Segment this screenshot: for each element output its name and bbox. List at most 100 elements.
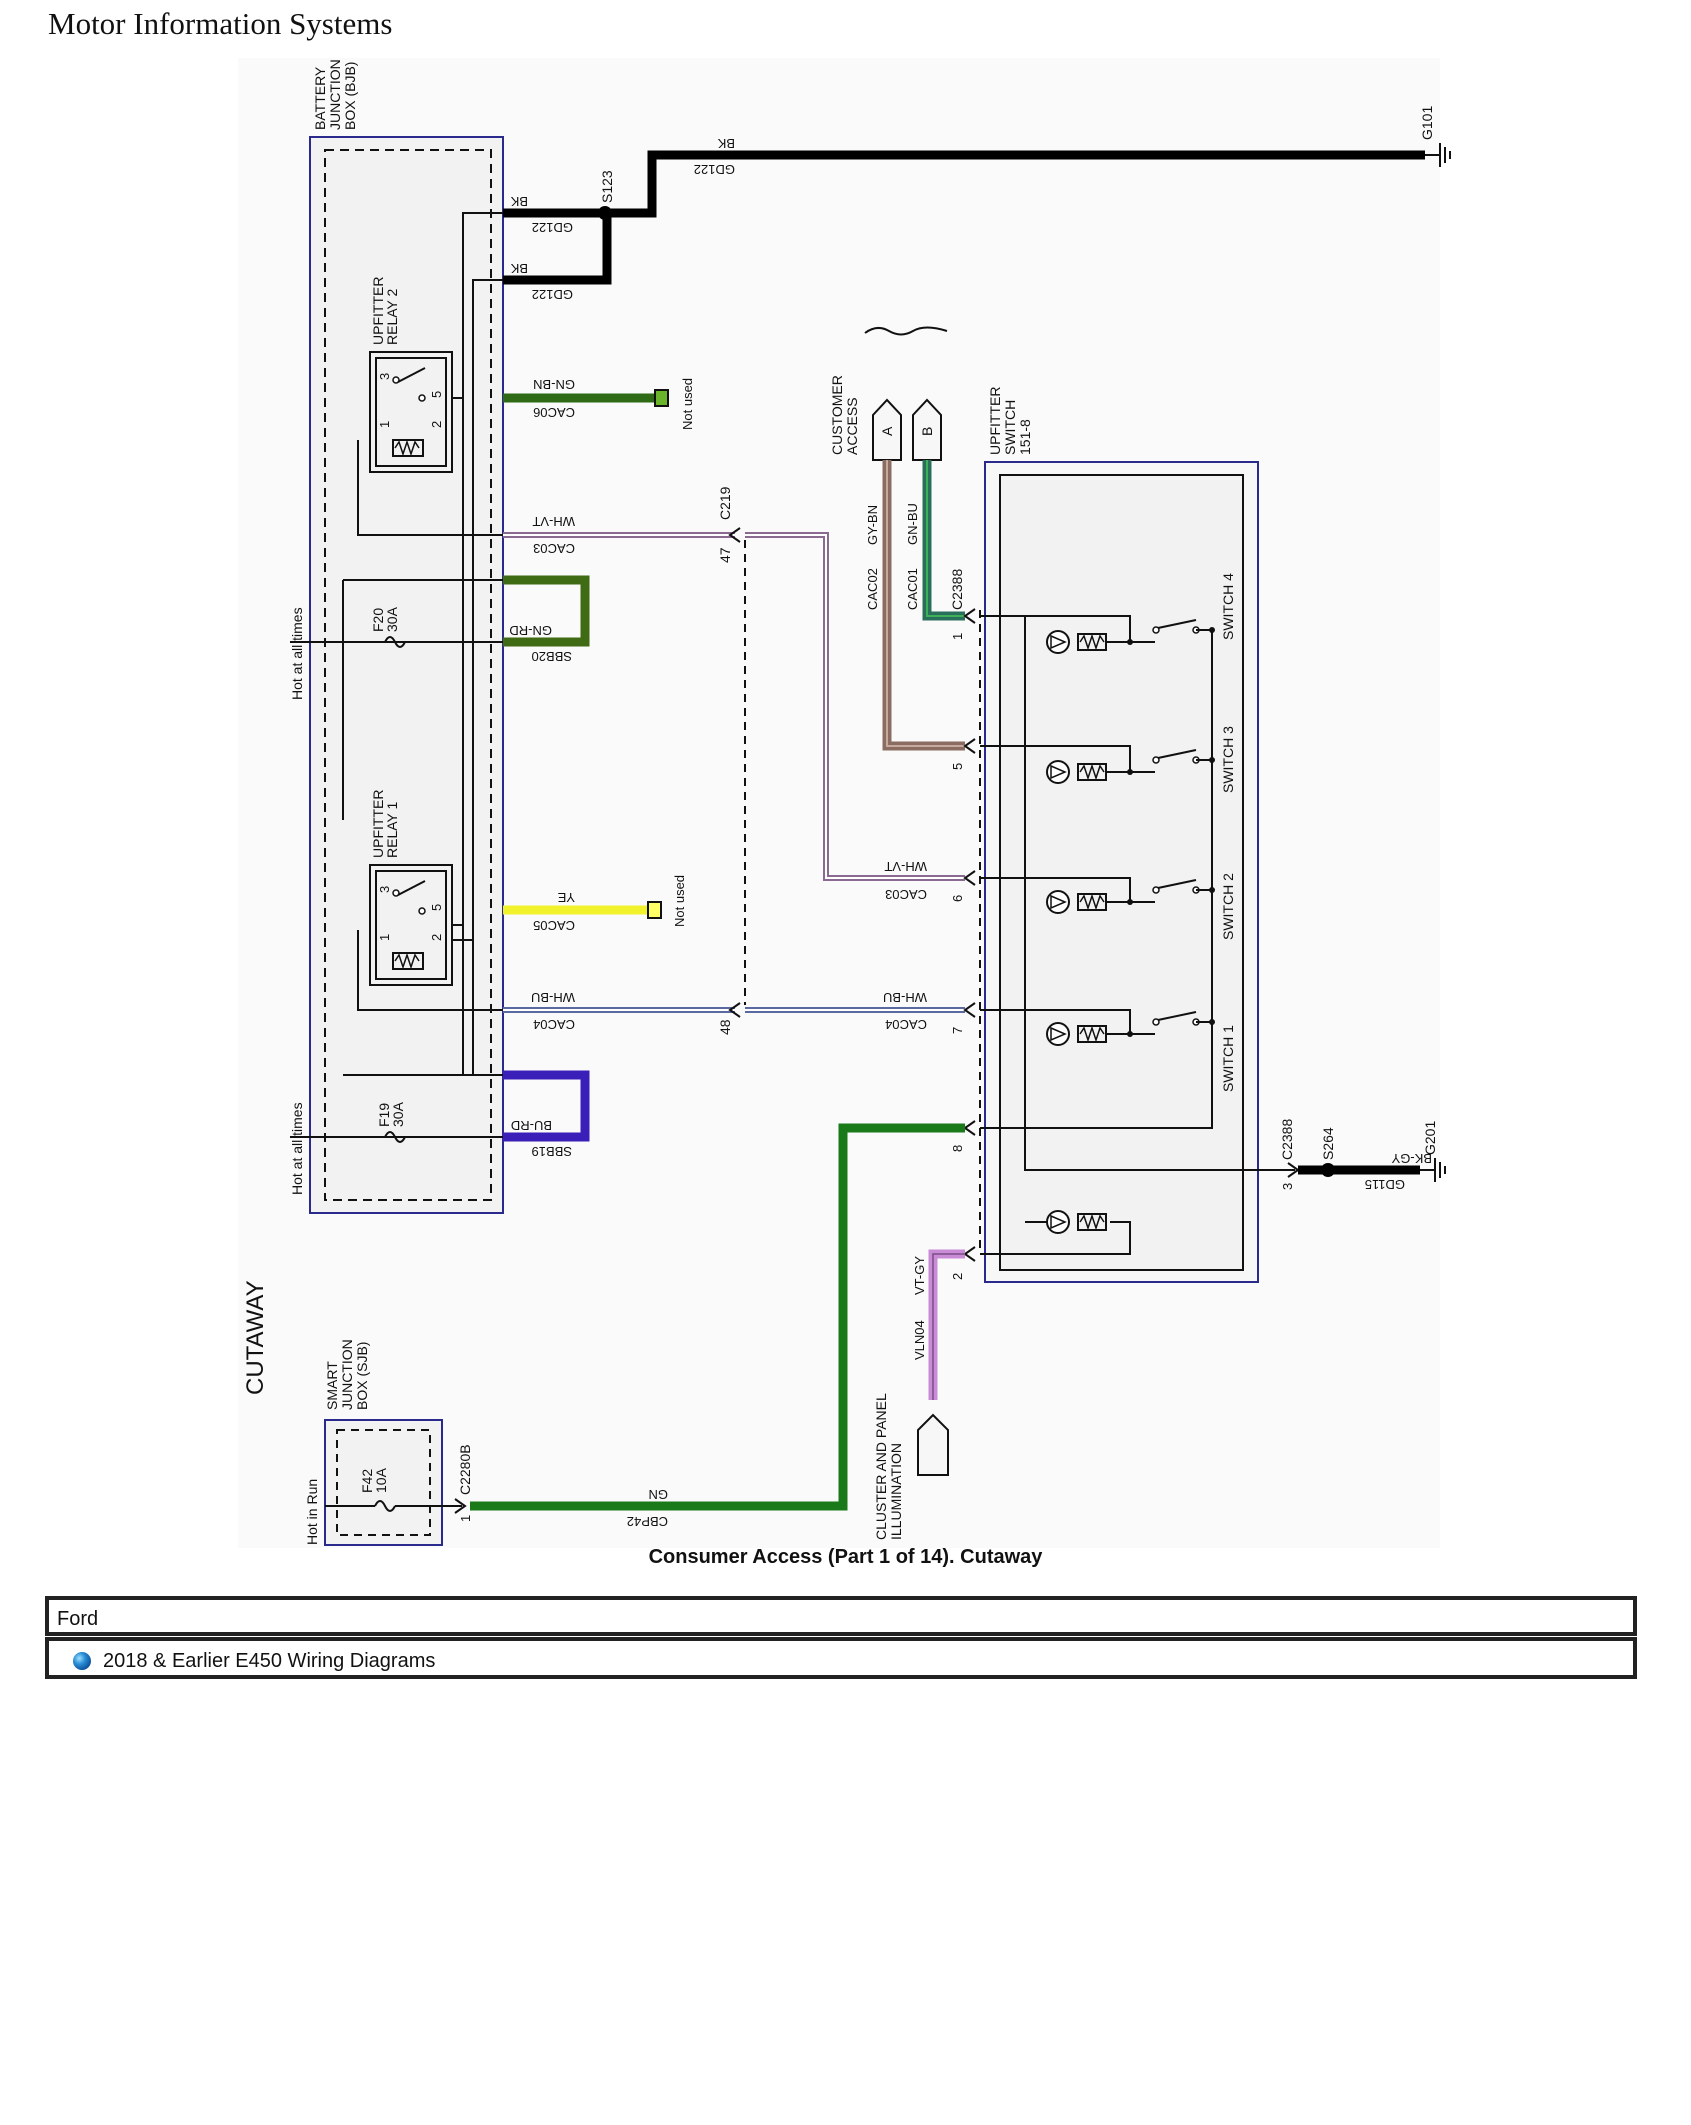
connector-c219-pin-48 bbox=[728, 1002, 741, 1018]
svg-text:JUNCTION: JUNCTION bbox=[339, 1339, 355, 1410]
wire-gd122-label: GD122 bbox=[694, 162, 735, 177]
svg-text:JUNCTION: JUNCTION bbox=[327, 59, 343, 130]
svg-text:5: 5 bbox=[429, 391, 444, 398]
pin-6-label: 6 bbox=[950, 895, 965, 902]
wire-bk-label: BK bbox=[717, 136, 735, 151]
wire-bk-label: BK bbox=[510, 261, 528, 276]
wire-vln04-stripe bbox=[932, 1253, 965, 1400]
wire-gn-bn-label: GN-BN bbox=[533, 377, 575, 392]
customer-access-label: CUSTOMER ACCESS bbox=[829, 375, 860, 455]
sjb-inner-dashed bbox=[336, 1429, 431, 1536]
ground-wires-gd122 bbox=[503, 150, 1425, 285]
wire-gd122-label: GD122 bbox=[532, 287, 573, 302]
bjb-label: BATTERY JUNCTION BOX (BJB) bbox=[312, 59, 358, 130]
fuse-f42 bbox=[374, 1500, 396, 1512]
svg-text:RELAY 2: RELAY 2 bbox=[384, 288, 400, 345]
wire-cac01-label: CAC01 bbox=[905, 568, 920, 610]
wire-sbb19-label: SBB19 bbox=[532, 1144, 572, 1159]
cluster-terminal bbox=[917, 1413, 949, 1476]
wire-bu-rd-label: BU-RD bbox=[511, 1118, 552, 1133]
terminal-b bbox=[912, 398, 942, 461]
pin-48-label: 48 bbox=[717, 1019, 733, 1035]
wire-bk-label: BK bbox=[510, 194, 528, 209]
svg-text:F20: F20 bbox=[370, 608, 386, 632]
svg-text:BOX (SJB): BOX (SJB) bbox=[354, 1342, 370, 1410]
wire-cac06-label: CAC06 bbox=[533, 405, 575, 420]
wire-cac04-label: CAC04 bbox=[885, 1017, 927, 1032]
not-used-label: Not used bbox=[680, 378, 695, 430]
wire-cbp42-label: CBP42 bbox=[627, 1514, 668, 1529]
ground-g101 bbox=[1425, 143, 1451, 167]
diagram-caption: Consumer Access (Part 1 of 14). Cutaway bbox=[648, 1546, 1043, 1568]
not-used-label: Not used bbox=[672, 875, 687, 927]
site-title: Motor Information Systems bbox=[48, 6, 393, 41]
svg-text:3: 3 bbox=[377, 373, 392, 380]
svg-text:F19: F19 bbox=[376, 1103, 392, 1127]
wire-sbb20-label: SBB20 bbox=[532, 649, 572, 664]
svg-text:10A: 10A bbox=[373, 1467, 389, 1493]
break-symbol bbox=[864, 326, 948, 336]
wire-cac05-label: CAC05 bbox=[533, 918, 575, 933]
svg-text:UPFITTER: UPFITTER bbox=[370, 277, 386, 345]
switch-1-label: SWITCH 1 bbox=[1220, 1025, 1236, 1092]
wiring-diagram: BATTERY JUNCTION BOX (BJB) UPFITTER RELA… bbox=[242, 59, 1451, 1546]
not-used-terminal bbox=[647, 901, 662, 919]
switch-row-4 bbox=[1046, 619, 1215, 654]
wire-vln04-label: VLN04 bbox=[912, 1320, 927, 1360]
switch-row-1 bbox=[1046, 1011, 1215, 1046]
svg-text:30A: 30A bbox=[390, 1101, 406, 1127]
wire-cac04-label: CAC04 bbox=[533, 1017, 575, 1032]
svg-text:UPFITTER: UPFITTER bbox=[370, 790, 386, 858]
hot-at-all-times-label: Hot at all times bbox=[289, 607, 305, 700]
switch-row-3 bbox=[1046, 749, 1215, 784]
connector-c219-pin-47 bbox=[728, 527, 741, 543]
svg-text:151-8: 151-8 bbox=[1017, 419, 1033, 455]
not-used-terminal bbox=[654, 389, 669, 407]
fuse-f20: F20 30A bbox=[370, 606, 406, 648]
wire-gd122-label: GD122 bbox=[532, 220, 573, 235]
splice-s123 bbox=[598, 206, 612, 220]
pin-5-label: 5 bbox=[950, 763, 965, 770]
bjb-inner-dashed bbox=[324, 149, 492, 1201]
model-link[interactable]: 2018 & Earlier E450 Wiring Diagrams bbox=[103, 1650, 436, 1672]
svg-text:SMART: SMART bbox=[324, 1361, 340, 1410]
hot-at-all-times-label: Hot at all times bbox=[289, 1102, 305, 1195]
pin-3-label: 3 bbox=[1280, 1183, 1295, 1190]
wire-ye-label: YE bbox=[557, 890, 575, 905]
connector-c2280b-label: C2280B bbox=[457, 1444, 473, 1495]
wire-sbb20 bbox=[503, 575, 590, 647]
connector-c2280b-pin bbox=[454, 1498, 467, 1514]
bjb-box bbox=[309, 136, 504, 1214]
wire-cac02-stripe bbox=[886, 460, 965, 747]
svg-text:CLUSTER AND PANEL: CLUSTER AND PANEL bbox=[873, 1393, 889, 1540]
terminal-a-label: A bbox=[879, 426, 895, 436]
hot-in-run-label: Hot in Run bbox=[304, 1479, 320, 1545]
wire-cac02-label: CAC02 bbox=[865, 568, 880, 610]
svg-text:1: 1 bbox=[377, 421, 392, 428]
sjb-box bbox=[324, 1419, 443, 1546]
svg-text:ACCESS: ACCESS bbox=[844, 397, 860, 455]
wire-cac01-stripe bbox=[926, 460, 965, 617]
wire-gn-rd-label: GN-RD bbox=[509, 623, 552, 638]
ground-g201-label: G201 bbox=[1422, 1121, 1438, 1155]
svg-text:BATTERY: BATTERY bbox=[312, 66, 328, 130]
fuse-f19: F19 30A bbox=[376, 1101, 406, 1143]
svg-text:BOX (BJB): BOX (BJB) bbox=[342, 62, 358, 130]
upfitter-switch-inner bbox=[999, 474, 1244, 1271]
fuse-f42-label: F42 10A bbox=[359, 1467, 389, 1493]
wire-bk-gy-label: BK-GY bbox=[1391, 1151, 1432, 1166]
splice-s264-label: S264 bbox=[1320, 1127, 1336, 1160]
wire-cac03-label: CAC03 bbox=[533, 541, 575, 556]
model-row[interactable]: 2018 & Earlier E450 Wiring Diagrams bbox=[45, 1637, 1637, 1679]
splice-s123-label: S123 bbox=[599, 170, 615, 203]
switch-row-2 bbox=[1046, 879, 1215, 914]
wire-gn-label: GN bbox=[649, 1487, 669, 1502]
switch-3-label: SWITCH 3 bbox=[1220, 726, 1236, 793]
svg-text:2: 2 bbox=[429, 421, 444, 428]
connector-c2388-label: C2388 bbox=[949, 569, 965, 610]
make-row: Ford bbox=[45, 1596, 1637, 1636]
wire-vt-gy-label: VT-GY bbox=[912, 1256, 927, 1295]
svg-text:2: 2 bbox=[429, 934, 444, 941]
wire-gy-bn-label: GY-BN bbox=[865, 505, 880, 545]
svg-text:30A: 30A bbox=[384, 606, 400, 632]
